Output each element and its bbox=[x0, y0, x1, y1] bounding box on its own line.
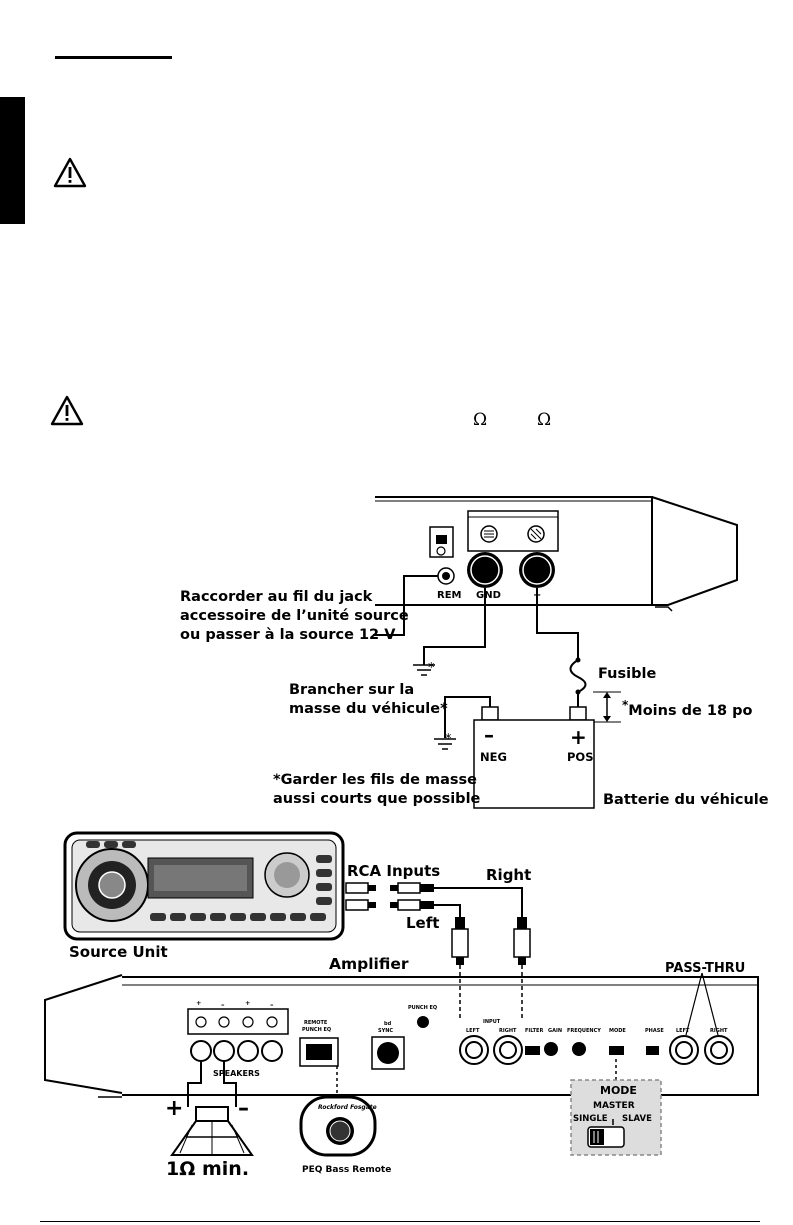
source-unit-head-unit bbox=[63, 831, 345, 941]
terminal-plus-a: + bbox=[196, 999, 201, 1007]
remote-wire bbox=[373, 575, 438, 636]
battery-ground-wire bbox=[444, 696, 491, 738]
warning-icon bbox=[50, 395, 84, 426]
fuse-distance-note: *Moins de 18 po bbox=[622, 698, 753, 719]
chassis-ground-note: Brancher sur la masse du véhicule* bbox=[289, 682, 448, 717]
right-channel-label: Right bbox=[486, 866, 531, 884]
gain-label: GAIN bbox=[548, 1028, 562, 1034]
frequency-label: FREQUENCY bbox=[567, 1028, 601, 1034]
mode-switch-detail bbox=[570, 1079, 662, 1156]
master-label: MASTER bbox=[593, 1101, 635, 1111]
warning-icon bbox=[53, 157, 87, 188]
neg-sign: – bbox=[484, 723, 494, 747]
left-channel-label: Left bbox=[406, 914, 439, 932]
slave-label: SLAVE bbox=[622, 1114, 652, 1124]
power-wiring-diagram: REM GND + * * – NEG + POS bbox=[373, 496, 738, 809]
ground-asterisk: * bbox=[445, 732, 452, 747]
pos-sign: + bbox=[570, 725, 587, 749]
speaker-minus: – bbox=[238, 1096, 249, 1121]
peq-bass-remote bbox=[299, 1095, 377, 1157]
amplifier-label: Amplifier bbox=[329, 955, 409, 973]
amplifier-end-view bbox=[375, 496, 738, 612]
terminal-minus-b: – bbox=[270, 1001, 274, 1009]
ohm-symbol: Ω bbox=[537, 410, 552, 430]
bd-sync-label: bd bbox=[384, 1021, 392, 1027]
speaker bbox=[170, 1061, 254, 1156]
footer-rule bbox=[40, 1221, 760, 1222]
remote-punch-eq-label: PUNCH EQ bbox=[302, 1027, 331, 1033]
pass-thru-label: PASS-THRU bbox=[665, 961, 745, 976]
punch-eq-label: PUNCH EQ bbox=[408, 1005, 437, 1011]
mode-label: MODE bbox=[609, 1028, 626, 1034]
power-wire bbox=[536, 588, 579, 660]
ground-asterisk: * bbox=[428, 661, 435, 676]
fuse-distance-marker bbox=[593, 691, 621, 723]
phase-label: PHASE bbox=[645, 1028, 664, 1034]
amp-ground-wire bbox=[423, 588, 486, 665]
remote-punch-eq-label: REMOTE bbox=[304, 1020, 328, 1026]
min-impedance-label: 1Ω min. bbox=[166, 1158, 249, 1180]
single-label: SINGLE bbox=[573, 1114, 608, 1124]
rem-terminal-label: REM bbox=[437, 590, 462, 601]
short-ground-note: *Garder les fils de masse aussi courts q… bbox=[273, 772, 481, 807]
pos-label: POS bbox=[567, 750, 594, 764]
input-left-label: LEFT bbox=[466, 1028, 480, 1034]
connection-diagram: Source Unit RCA Inputs Right Left Amplif… bbox=[44, 831, 759, 1180]
rca-cables bbox=[345, 882, 531, 1020]
ground-symbol bbox=[434, 738, 456, 750]
peq-bass-remote-label: PEQ Bass Remote bbox=[302, 1165, 391, 1175]
speaker-plus: + bbox=[165, 1096, 183, 1121]
pass-thru-right-label: RIGHT bbox=[710, 1028, 728, 1034]
pass-thru-left-label: LEFT bbox=[676, 1028, 690, 1034]
source-unit-label: Source Unit bbox=[69, 943, 168, 961]
speakers-label: SPEAKERS bbox=[213, 1069, 260, 1078]
input-label: INPUT bbox=[483, 1019, 501, 1025]
brand-logo: Rockford Fosgate bbox=[318, 1104, 377, 1111]
header-rule bbox=[55, 56, 172, 59]
neg-label: NEG bbox=[480, 750, 507, 764]
battery bbox=[473, 706, 595, 809]
ground-symbol bbox=[413, 664, 435, 676]
terminal-plus-b: + bbox=[245, 999, 250, 1007]
fuse-label: Fusible bbox=[598, 666, 657, 682]
mode-detail-label: MODE bbox=[600, 1084, 637, 1097]
input-right-label: RIGHT bbox=[499, 1028, 517, 1034]
remote-wire-note: Raccorder au fil du jack accessoire de l… bbox=[180, 589, 409, 643]
language-tab bbox=[0, 97, 25, 224]
fuse-symbol bbox=[569, 659, 587, 693]
bd-sync-label: SYNC bbox=[378, 1028, 393, 1034]
ohm-symbol: Ω bbox=[473, 410, 488, 430]
amplifier-side-view bbox=[44, 972, 759, 1098]
filter-label: FILTER bbox=[525, 1028, 543, 1034]
gnd-terminal-label: GND bbox=[476, 590, 501, 601]
terminal-minus-a: – bbox=[221, 1001, 225, 1009]
rca-inputs-label: RCA Inputs bbox=[347, 862, 440, 880]
battery-label: Batterie du véhicule bbox=[603, 792, 769, 808]
